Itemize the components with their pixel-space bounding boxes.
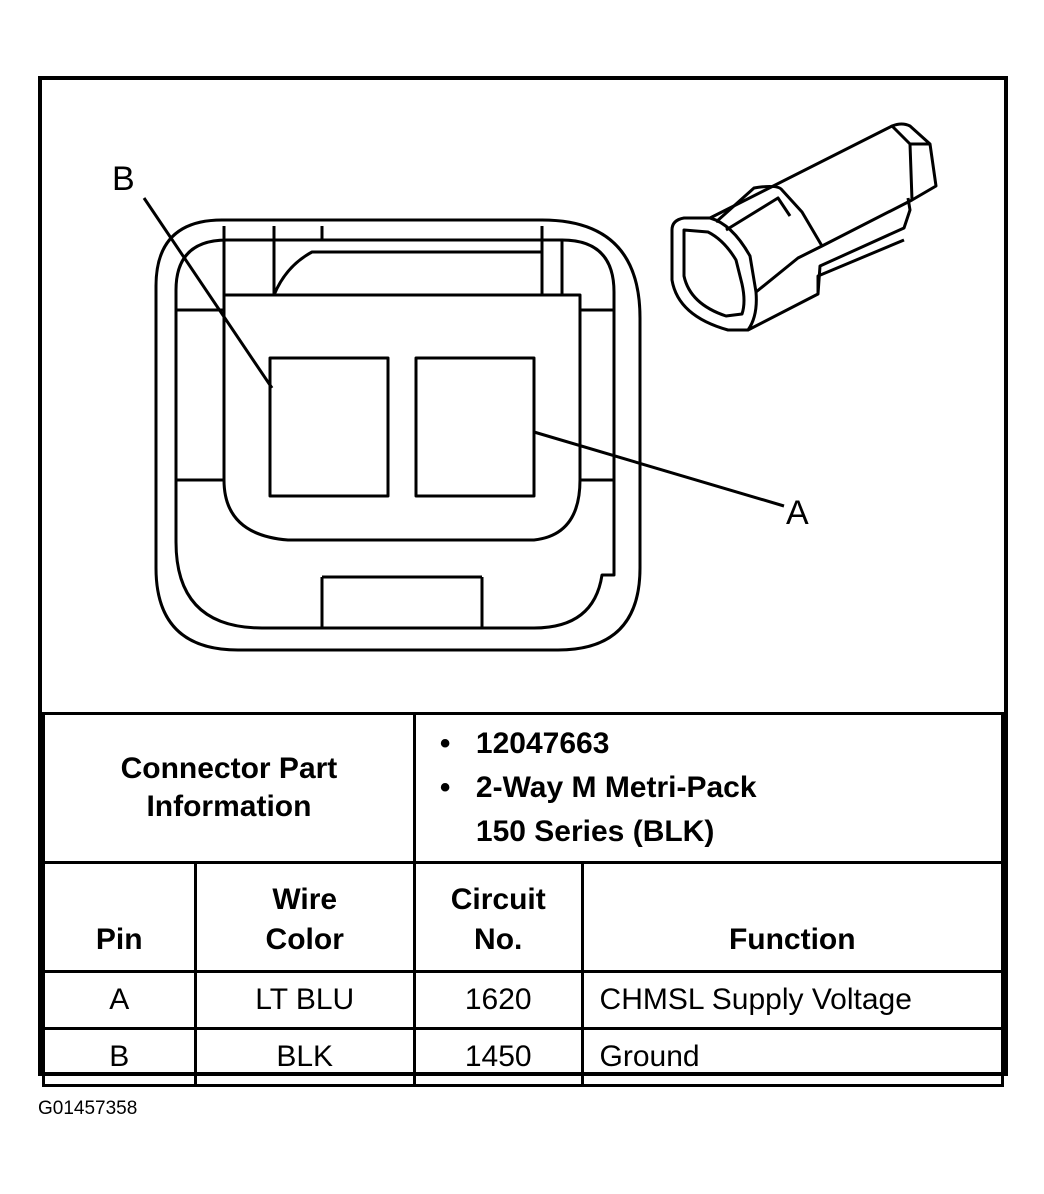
connector-part-info-label: Connector Part Information xyxy=(42,712,416,864)
connector-pinout-table: Connector Part Information •12047663 •2-… xyxy=(42,712,1005,1087)
header-wire-color: Wire Color xyxy=(193,861,416,973)
circuit-cell: 1450 xyxy=(412,1027,584,1087)
wire-color-cell: BLK xyxy=(193,1027,416,1087)
function-cell: CHMSL Supply Voltage xyxy=(580,970,1005,1030)
terminal-b xyxy=(268,356,390,498)
circuit-cell: 1620 xyxy=(412,970,584,1030)
header-pin: Pin xyxy=(42,861,197,973)
connector-face-drawing xyxy=(142,122,938,652)
part-number-item: •12047663 xyxy=(439,727,610,760)
table-row: A LT BLU 1620 CHMSL Supply Voltage xyxy=(42,970,1005,1030)
figure-frame: B A Connector Part Information •12047663… xyxy=(38,76,1008,1087)
callout-b-leader xyxy=(142,197,274,389)
table-header-row: Pin Wire Color Circuit No. Function xyxy=(42,861,1005,973)
connector-type-item: •2-Way M Metri-Pack 150 Series (BLK) xyxy=(439,771,757,848)
table-row: B BLK 1450 Ground xyxy=(42,1027,1005,1087)
header-function: Function xyxy=(580,861,1005,973)
callout-label-a: A xyxy=(786,494,809,532)
pin-cell: B xyxy=(42,1027,197,1087)
callout-label-b: B xyxy=(112,160,135,198)
connector-outer-body xyxy=(154,218,642,652)
figure-id: G01457358 xyxy=(38,1098,138,1119)
callout-a-leader xyxy=(533,430,785,508)
connector-part-info-row: Connector Part Information •12047663 •2-… xyxy=(42,712,1005,864)
connector-isometric-view xyxy=(670,122,938,332)
connector-inner-band xyxy=(174,238,616,630)
connector-part-info-list: •12047663 •2-Way M Metri-Pack 150 Series… xyxy=(412,712,1005,864)
pin-cell: A xyxy=(42,970,197,1030)
connector-top-keyway xyxy=(222,226,276,297)
connector-bottom-latch xyxy=(320,575,484,628)
connector-cavity xyxy=(222,293,582,542)
wire-color-cell: LT BLU xyxy=(193,970,416,1030)
function-cell: Ground xyxy=(580,1027,1005,1087)
terminal-a xyxy=(414,356,536,498)
header-circuit-no: Circuit No. xyxy=(412,861,584,973)
connector-diagram: B A xyxy=(42,80,1004,712)
